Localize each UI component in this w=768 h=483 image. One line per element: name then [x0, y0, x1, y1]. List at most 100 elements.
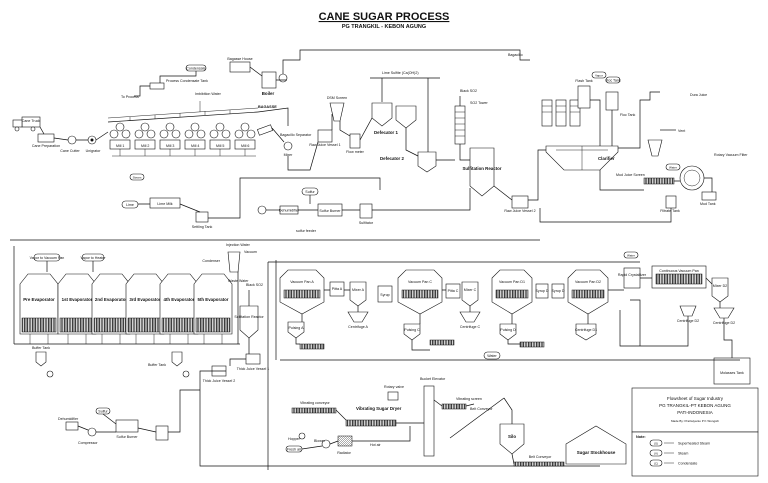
floc-tank: Floc Tank: [605, 91, 636, 117]
pulsing-d: Pulsing D: [499, 323, 517, 341]
svg-text:Rapid Crystallizer: Rapid Crystallizer: [618, 273, 647, 277]
svg-text:Sulfitation Reactor: Sulfitation Reactor: [462, 166, 501, 171]
lime-sulfite-label: Lime Sulfite (Ca(OH)2): [382, 71, 419, 75]
svg-text:Imbibition Water: Imbibition Water: [195, 92, 222, 96]
legend-item-steam: (V) Steam: [649, 449, 688, 457]
svg-text:Steam: Steam: [133, 175, 142, 179]
process-condensate-tank: Process Condensate Tank: [149, 79, 208, 90]
cane-cutter: Cane Cutter: [60, 135, 80, 153]
svg-text:PATI-INDONESIA: PATI-INDONESIA: [677, 410, 713, 415]
svg-text:Mill 5: Mill 5: [216, 144, 224, 148]
svg-text:Vacuum Pan C: Vacuum Pan C: [408, 280, 432, 284]
svg-text:Vapor to Vacuum Pan: Vapor to Vacuum Pan: [30, 256, 65, 260]
vent-label: Vent: [678, 129, 685, 133]
evaporator-4: 4th Evaporator: [159, 273, 199, 344]
svg-text:Pre Evaporator: Pre Evaporator: [23, 297, 55, 302]
svg-text:Dehumidifier: Dehumidifier: [279, 209, 300, 213]
conveyor-c: [429, 339, 455, 346]
raw-juice-vessel-1: Raw Juice Vessel 1: [309, 129, 341, 147]
steam-tag-top: Steam: [129, 173, 145, 181]
hopper: Hopper: [288, 432, 306, 441]
svg-text:(S): (S): [654, 441, 658, 445]
vibrating-sugar-dryer: Vibrating Sugar Dryer: [345, 406, 402, 427]
mill-3: Mill 3: [159, 122, 181, 150]
svg-text:Sulfitation Reactor: Sulfitation Reactor: [234, 315, 264, 319]
svg-text:Buffer Tank: Buffer Tank: [32, 346, 50, 350]
conveyor-d: [519, 341, 545, 348]
svg-text:Hopper: Hopper: [288, 437, 301, 441]
svg-text:Settling Tank: Settling Tank: [192, 225, 213, 229]
svg-text:Bagacillo Separator: Bagacillo Separator: [280, 133, 312, 137]
water-tag-mid: Water: [665, 163, 681, 171]
svg-text:2nd Evaporator: 2nd Evaporator: [95, 297, 127, 302]
vapor-to-heater-tag: Vapor to Heater: [80, 253, 106, 262]
svg-text:Water: Water: [487, 354, 497, 358]
thick-juice-vessel-1: Thick Juice Vessel 1: [237, 353, 270, 371]
water-tag: Water: [483, 351, 501, 360]
svg-text:Condensate: Condensate: [186, 67, 205, 71]
evaporator-train: Pre Evaporator 1st Evaporator 2nd Evapor…: [19, 273, 233, 344]
svg-text:Filtrate Tank: Filtrate Tank: [660, 209, 680, 213]
svg-text:Thick Juice Vessel 1: Thick Juice Vessel 1: [237, 367, 270, 371]
svg-text:Bagasse House: Bagasse House: [227, 57, 252, 61]
svg-text:Pulsing C: Pulsing C: [404, 328, 420, 332]
mill-2: Mill 2: [134, 122, 156, 150]
pulsing-a: Pulsing A: [287, 321, 305, 339]
svg-text:Pulsing D: Pulsing D: [500, 328, 516, 332]
cane-preparation: Cane Preparation: [32, 133, 60, 148]
mill-tandem: Mill 1 Mill 2 Mill 3 Mill 4 Mill 5 Mill …: [107, 107, 259, 157]
pump-evap-1: [46, 370, 54, 378]
continuous-vacuum-pan: Continuous Vacuum Pan: [651, 265, 707, 289]
svg-text:Flowsheet of Sugar Industry: Flowsheet of Sugar Industry: [667, 396, 724, 401]
vacuum-pan-c: Vacuum Pan C: [397, 269, 443, 315]
svg-text:Defecator 1: Defecator 1: [374, 130, 398, 135]
svg-text:Thick Juice Vessel 2: Thick Juice Vessel 2: [203, 379, 236, 383]
bucket-elevator: Bucket Elevator: [420, 377, 446, 457]
pitta-a: Pitta A: [329, 281, 345, 297]
svg-text:Sugar Stockhouse: Sugar Stockhouse: [577, 450, 616, 455]
svg-text:Sulfur Burner: Sulfur Burner: [116, 435, 138, 439]
to-process-label: To Process: [121, 95, 139, 99]
injection-water-label: Injection Water: [226, 243, 251, 247]
defecator-1: Defecator 1: [371, 102, 398, 135]
svg-text:Belt Conveyor: Belt Conveyor: [470, 407, 493, 411]
legend-item-superheated-steam: (S) Superheated Steam: [649, 439, 710, 447]
svg-text:Mill 1: Mill 1: [116, 144, 124, 148]
svg-text:Floc Tank: Floc Tank: [605, 79, 621, 83]
svg-text:(C): (C): [654, 461, 658, 465]
flash-tank: Flash Tank: [575, 79, 593, 109]
water-tag-bottom: Water: [623, 251, 639, 259]
svg-text:Belt Conveyor: Belt Conveyor: [529, 455, 552, 459]
svg-text:Syrup D: Syrup D: [536, 289, 549, 293]
svg-text:Superheated Steam: Superheated Steam: [678, 442, 710, 446]
svg-text:Unigrator: Unigrator: [86, 149, 102, 153]
black-so2-top-label: Black SO2: [460, 89, 477, 93]
evaporator-3: 3rd Evaporator: [125, 273, 165, 344]
svg-text:Sulfur: Sulfur: [305, 190, 315, 194]
buffer-tank-2: Buffer Tank: [148, 351, 183, 367]
svg-text:Bucket Elevator: Bucket Elevator: [420, 377, 446, 381]
svg-text:Vibrating conveyor: Vibrating conveyor: [300, 401, 331, 405]
syrup-d1: Syrup D: [536, 283, 549, 299]
svg-text:Sulfur Burner: Sulfur Burner: [319, 209, 341, 213]
svg-text:Made By: Pratiwiyanto P K Wong: Made By: Pratiwiyanto P K Wongsih: [671, 419, 719, 423]
svg-text:Raw Juice Vessel 2: Raw Juice Vessel 2: [504, 209, 535, 213]
svg-text:Mud Tank: Mud Tank: [700, 202, 716, 206]
sulfur-tag-2: Sulfur: [95, 407, 111, 415]
svg-text:Mill 4: Mill 4: [191, 144, 199, 148]
clarifier-mixing-tanks: [541, 99, 581, 127]
condensate-tag: Condensate: [185, 64, 207, 72]
mill-6: Mill 6: [234, 122, 256, 150]
mixer-c: Mixer C: [461, 281, 479, 307]
boiler: Boiler: [261, 71, 288, 96]
defecator-2: Defecator 2: [380, 105, 417, 161]
svg-text:Centrifuge D1: Centrifuge D1: [575, 328, 597, 332]
silo: Silo: [499, 423, 525, 455]
svg-text:(V): (V): [654, 451, 658, 455]
floc-tank-valve-tag: Floc Tank: [605, 76, 621, 84]
svg-text:SO2 Tower: SO2 Tower: [470, 101, 489, 105]
svg-text:Raw Juice Vessel 1: Raw Juice Vessel 1: [309, 143, 340, 147]
mud-juice-screen: [647, 139, 663, 157]
pump-evap-2: [182, 370, 190, 378]
